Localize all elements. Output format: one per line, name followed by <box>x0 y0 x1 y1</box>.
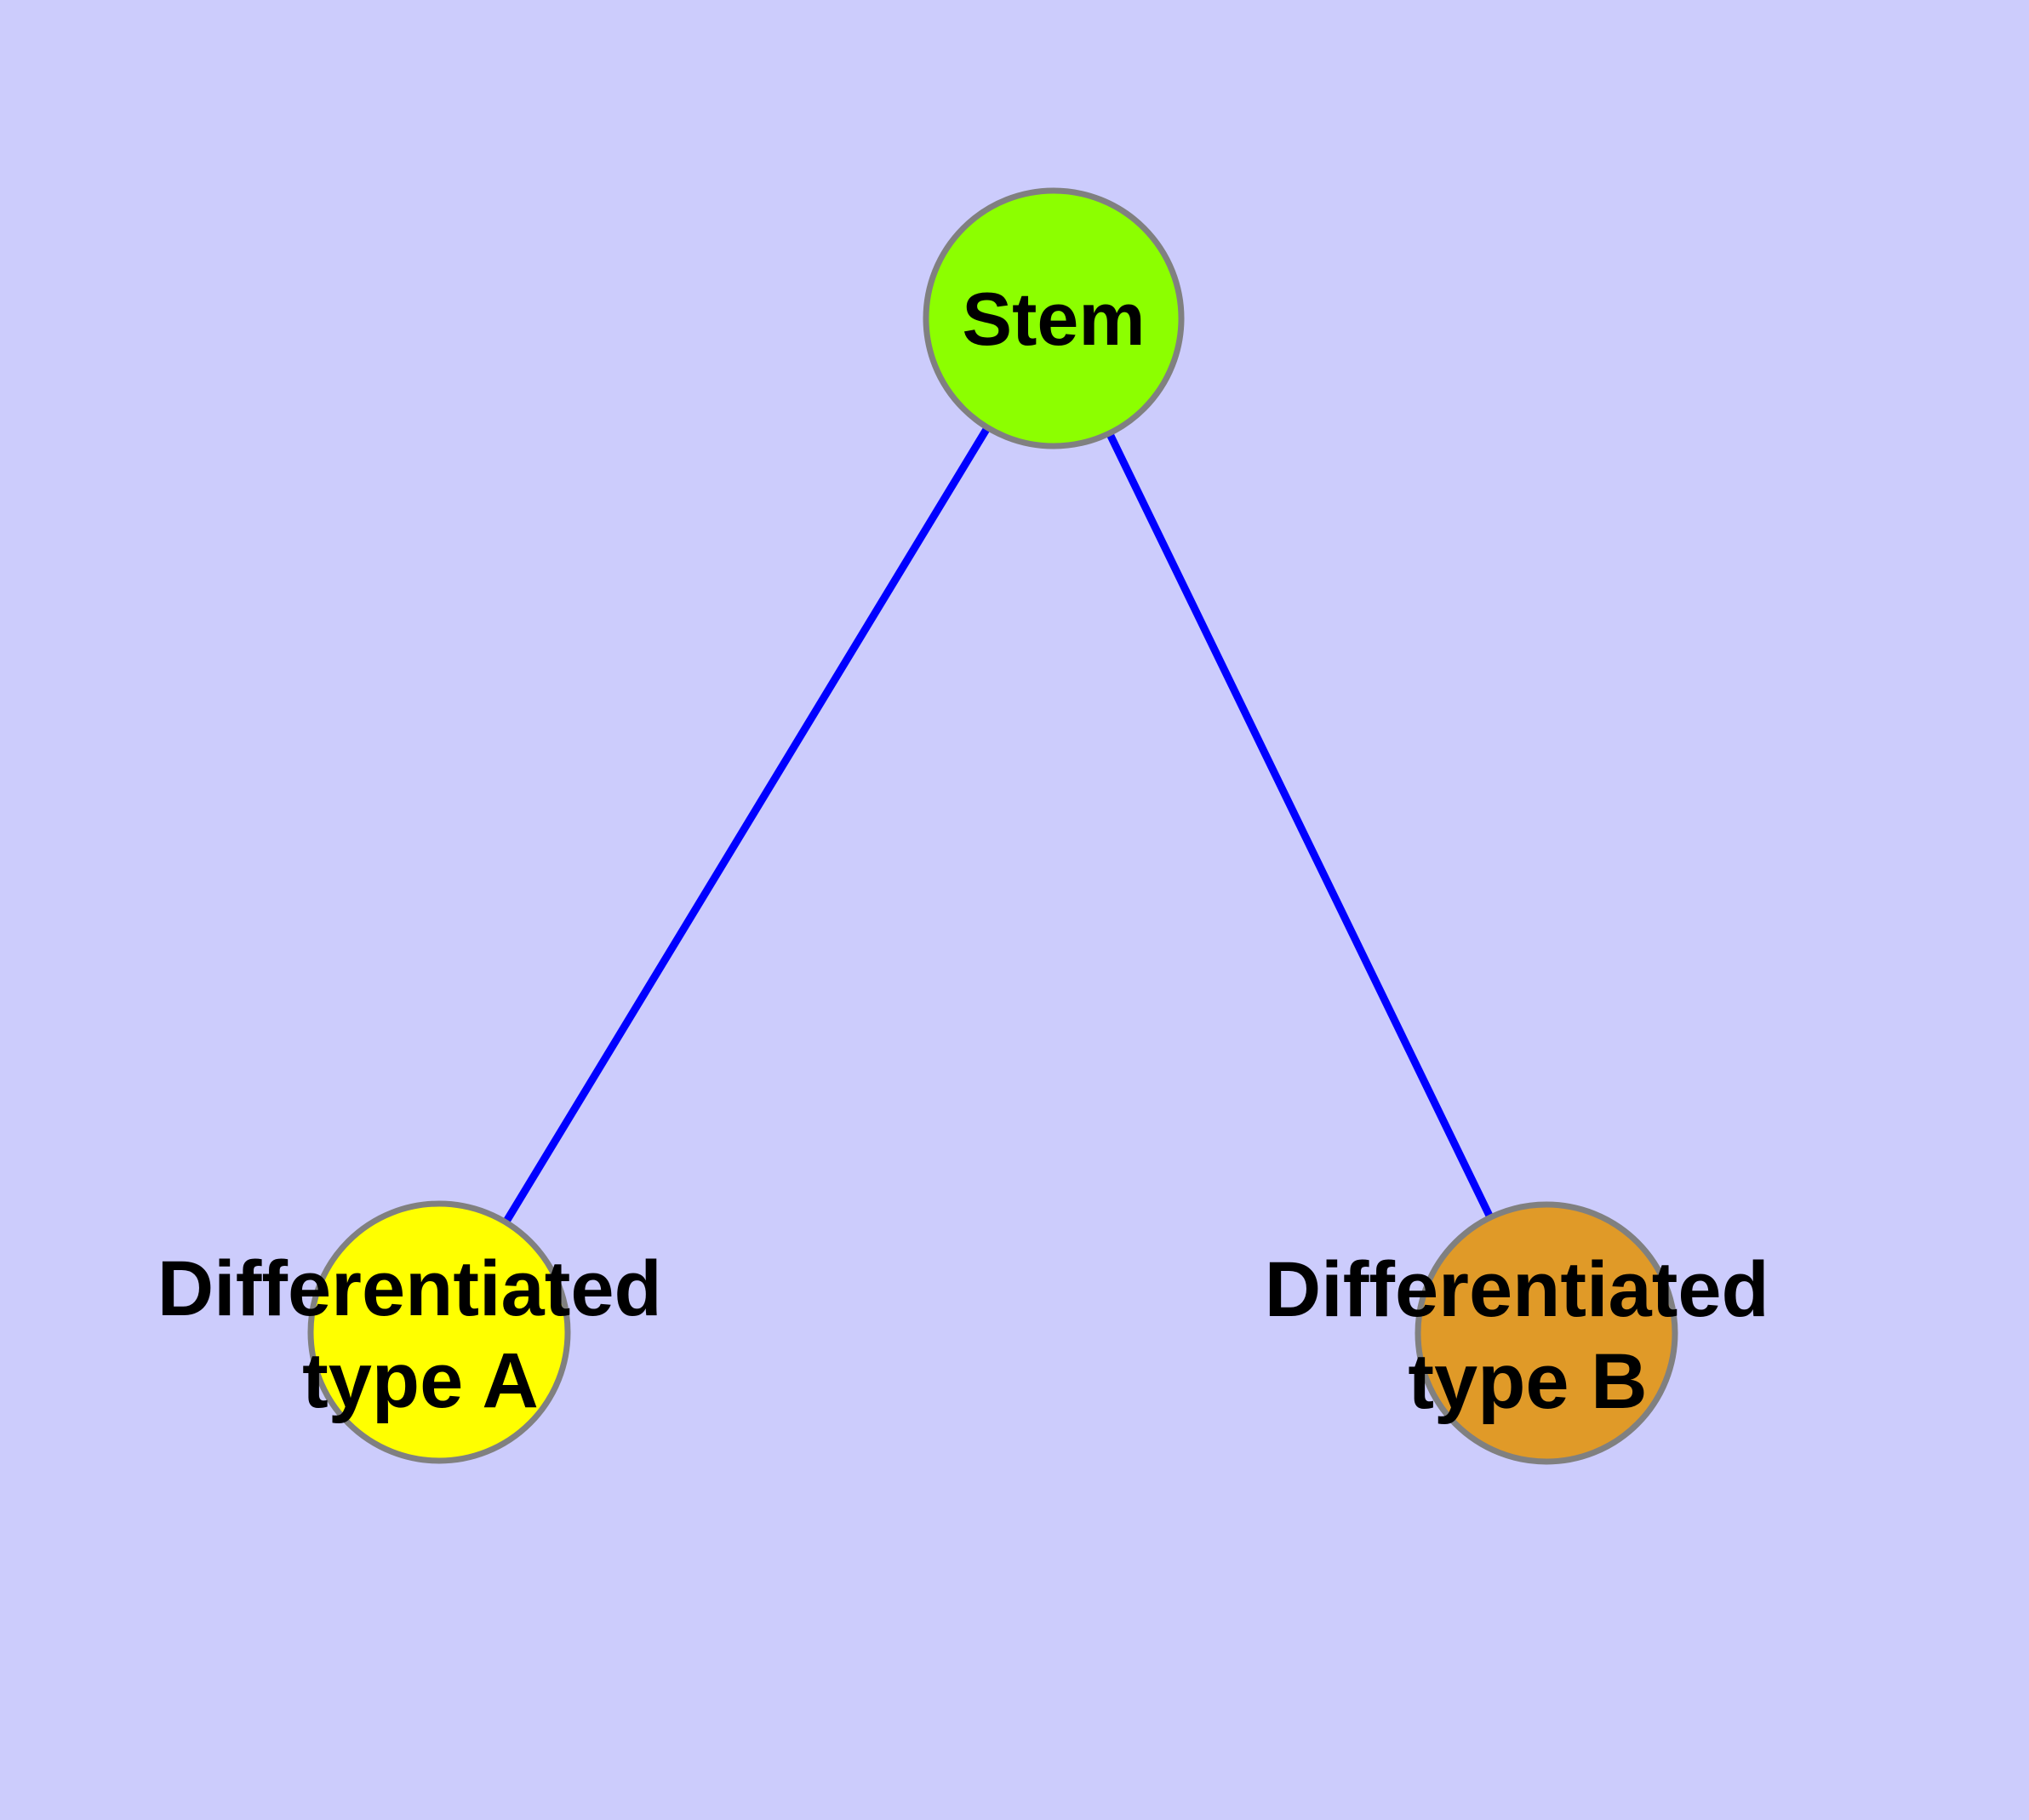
node-differentiated-b-label: Differentiated type B <box>1265 1246 1792 1425</box>
node-differentiated-a-label: Differentiated type A <box>157 1245 684 1424</box>
node-stem-label: Stem <box>962 277 1145 361</box>
nodes-group: Stem Differentiated type A Differentiate… <box>157 187 1792 1465</box>
edges-group <box>502 425 1495 1225</box>
node-differentiated-a-circle[interactable] <box>307 1200 571 1464</box>
edge-stem-to-differentiated-b[interactable] <box>1106 431 1495 1220</box>
node-differentiated-b-circle[interactable] <box>1415 1201 1678 1465</box>
node-stem-circle[interactable] <box>923 187 1185 449</box>
node-stem[interactable]: Stem <box>923 187 1185 449</box>
node-differentiated-b[interactable]: Differentiated type B <box>1265 1201 1792 1465</box>
edge-stem-to-differentiated-a[interactable] <box>502 425 992 1225</box>
node-differentiated-a[interactable]: Differentiated type A <box>157 1200 684 1464</box>
